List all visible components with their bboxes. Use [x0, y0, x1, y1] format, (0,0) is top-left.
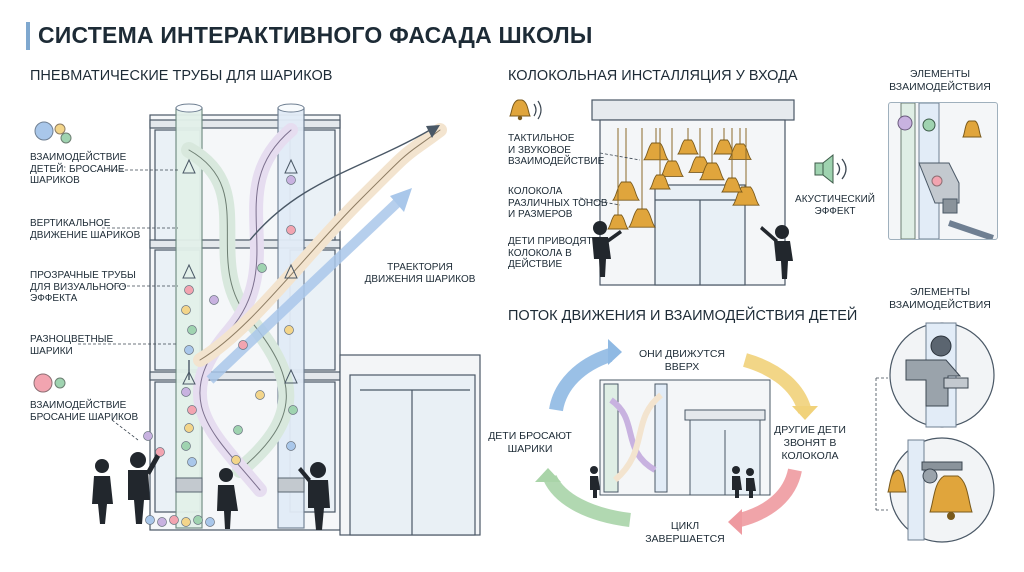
- bell: [677, 139, 699, 155]
- ball: [181, 305, 191, 315]
- flow-step-up: ОНИ ДВИЖУТСЯ ВВЕРХ: [638, 348, 726, 373]
- bells-group: [607, 128, 760, 230]
- ball: [155, 447, 165, 457]
- bell: [628, 208, 656, 228]
- elements-bottom-heading: ЭЛЕМЕНТЫ ВЗАИМОДЕЙСТВИЯ: [889, 286, 991, 311]
- child-silhouette: [92, 459, 113, 524]
- page-title: СИСТЕМА ИНТЕРАКТИВНОГО ФАСАДА ШКОЛЫ: [38, 22, 593, 48]
- bell: [699, 162, 725, 181]
- ball: [205, 517, 215, 527]
- ball: [181, 441, 191, 451]
- ball: [184, 423, 194, 433]
- flow-step-ring: ДРУГИЕ ДЕТИ ЗВОНЯТ В КОЛОКОЛА: [774, 424, 846, 462]
- flow-arrow: [742, 353, 812, 414]
- ball: [187, 325, 197, 335]
- ball: [181, 387, 191, 397]
- label-colored-balls: РАЗНОЦВЕТНЫЕ ШАРИКИ: [30, 334, 114, 357]
- flow-arrow: [549, 348, 613, 412]
- flow-arrows: [535, 339, 818, 535]
- label-acoustic: АКУСТИЧЕСКИЙ ЭФФЕКТ: [795, 194, 875, 217]
- bell-icon: [509, 99, 542, 121]
- children-silhouettes-tubes: [92, 452, 330, 530]
- bell: [643, 142, 669, 161]
- label-trajectory: ТРАЕКТОРИЯ ДВИЖЕНИЯ ШАРИКОВ: [360, 262, 480, 285]
- flow-arrow-head: [535, 468, 561, 482]
- curvy-tubes: [181, 123, 447, 497]
- flow-step-complete: ЦИКЛ ЗАВЕРШАЕТСЯ: [645, 520, 725, 545]
- ball: [145, 515, 155, 525]
- title-accent-bar: [26, 22, 30, 50]
- ball: [284, 325, 294, 335]
- child-silhouette: [298, 462, 330, 530]
- child-silhouette: [592, 221, 622, 277]
- ball: [238, 340, 248, 350]
- label-bells-tones: КОЛОКОЛА РАЗЛИЧНЫХ ТОНОВ И РАЗМЕРОВ: [508, 186, 608, 220]
- flow-section-heading: ПОТОК ДВИЖЕНИЯ И ВЗАИМОДЕЙСТВИЯ ДЕТЕЙ: [508, 308, 858, 324]
- bells-section-heading: КОЛОКОЛЬНАЯ ИНСТАЛЛЯЦИЯ У ВХОДА: [508, 68, 798, 84]
- bell: [649, 174, 671, 190]
- bell: [721, 177, 743, 193]
- child-silhouette: [760, 225, 793, 279]
- ball: [143, 431, 153, 441]
- bell: [660, 160, 684, 177]
- ball: [193, 515, 203, 525]
- label-ball-throwing: ВЗАИМОДЕЙСТВИЕ БРОСАНИЕ ШАРИКОВ: [30, 400, 139, 423]
- label-tactile: ТАКТИЛЬНОЕ И ЗВУКОВОЕ ВЗАИМОДЕЙСТВИЕ: [508, 133, 605, 167]
- bell: [607, 214, 629, 230]
- label-vertical-movement: ВЕРТИКАЛЬНОЕ ДВИЖЕНИЕ ШАРИКОВ: [30, 218, 141, 241]
- ball: [286, 175, 296, 185]
- tubes-section-heading: ПНЕВМАТИЧЕСКИЕ ТРУБЫ ДЛЯ ШАРИКОВ: [30, 68, 333, 84]
- trajectory-arrows: [182, 125, 440, 385]
- ball: [286, 225, 296, 235]
- children-silhouettes-bells: [592, 221, 793, 279]
- ball: [184, 285, 194, 295]
- ball: [169, 515, 179, 525]
- child-silhouette: [217, 468, 238, 529]
- ball: [288, 405, 298, 415]
- label-transparent-tubes: ПРОЗРАЧНЫЕ ТРУБЫ ДЛЯ ВИЗУАЛЬНОГО ЭФФЕКТА: [30, 270, 136, 304]
- ball: [255, 390, 265, 400]
- ball: [187, 405, 197, 415]
- flow-arrow: [543, 474, 631, 527]
- elements-top-card: [888, 102, 998, 240]
- ball: [233, 425, 243, 435]
- ball: [184, 345, 194, 355]
- legend-balls: [33, 121, 72, 393]
- flow-arrow: [738, 468, 802, 527]
- flow-arrow-head: [728, 509, 742, 535]
- children-silhouettes-flow: [590, 466, 756, 498]
- flow-arrow-head: [608, 339, 622, 365]
- child-silhouette: [746, 468, 756, 498]
- child-silhouette: [732, 466, 742, 498]
- detail-circle-ball: [889, 322, 995, 428]
- ball: [187, 457, 197, 467]
- ball: [209, 295, 219, 305]
- detail-circle-bell: [887, 437, 995, 543]
- child-silhouette: [590, 466, 600, 498]
- ball: [157, 517, 167, 527]
- label-children-throwing: ВЗАИМОДЕЙСТВИЕ ДЕТЕЙ: БРОСАНИЕ ШАРИКОВ: [30, 152, 127, 186]
- ball: [231, 455, 241, 465]
- tubes-leader-lines: [78, 169, 178, 441]
- balls-group: [143, 175, 298, 527]
- speaker-icon: [814, 153, 847, 185]
- label-children-ring: ДЕТИ ПРИВОДЯТ КОЛОКОЛА В ДЕЙСТВИЕ: [508, 236, 593, 270]
- elements-top-heading: ЭЛЕМЕНТЫ ВЗАИМОДЕЙСТВИЯ: [889, 68, 991, 93]
- ball: [286, 441, 296, 451]
- child-silhouette: [128, 452, 160, 524]
- ball: [181, 517, 191, 527]
- flow-arrow-head: [792, 406, 818, 420]
- flow-step-throw: ДЕТИ БРОСАЮТ ШАРИКИ: [488, 430, 572, 455]
- ball: [257, 263, 267, 273]
